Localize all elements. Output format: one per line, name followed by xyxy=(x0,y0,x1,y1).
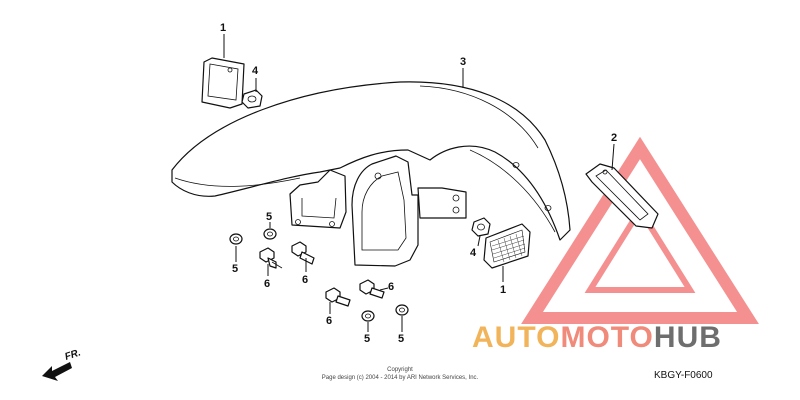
callout-3: 3 xyxy=(460,56,466,68)
callout-4-top: 4 xyxy=(252,65,259,77)
watermark-auto: AUTO xyxy=(472,321,560,354)
leader-lines xyxy=(223,34,615,332)
callout-6-c: 6 xyxy=(388,281,394,293)
callout-5-a: 5 xyxy=(266,211,272,223)
callout-6-d: 6 xyxy=(326,315,332,327)
direction-label: FR. xyxy=(64,347,83,362)
callout-5-c: 5 xyxy=(364,333,370,345)
callout-5-b: 5 xyxy=(232,263,238,275)
callout-6-a: 6 xyxy=(264,278,270,290)
callout-2: 2 xyxy=(611,132,617,144)
number-plate-bracket xyxy=(585,163,659,229)
reflector-top xyxy=(201,57,245,109)
callout-1-top: 1 xyxy=(220,22,226,34)
fender-center-brace xyxy=(351,155,467,267)
callout-5-d: 5 xyxy=(398,333,404,345)
fender-bracket-left xyxy=(289,169,347,229)
watermark-hub: HUB xyxy=(654,321,722,354)
front-fender xyxy=(171,81,571,241)
callout-1-right: 1 xyxy=(500,284,506,296)
front-direction-arrow: FR. xyxy=(42,347,82,381)
reflector-right xyxy=(483,223,531,269)
watermark-logo: AUTOMOTOHUB xyxy=(472,321,722,354)
callout-6-b: 6 xyxy=(302,274,308,286)
copyright-text: Page design (c) 2004 - 2014 by ARI Netwo… xyxy=(322,375,479,381)
watermark-triangle xyxy=(521,136,759,324)
callout-labels: 1 4 3 2 5 5 6 6 4 1 6 6 5 5 xyxy=(220,22,617,345)
diagram-code: KBGY-F0600 xyxy=(654,370,713,381)
watermark-moto: MOTO xyxy=(560,321,653,354)
hardware xyxy=(229,89,491,322)
copyright-title: Copyright xyxy=(387,367,413,373)
callout-4-right: 4 xyxy=(470,247,477,259)
